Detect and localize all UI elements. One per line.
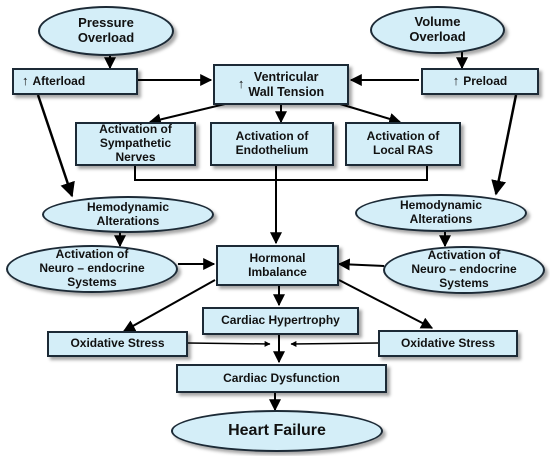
local-ras-activation-label: Activation of Local RAS: [366, 129, 440, 157]
oxidative-stress-right-node: Oxidative Stress: [378, 330, 518, 357]
oxidative-stress-left-label: Oxidative Stress: [70, 336, 165, 351]
edge-neuro-right-to-hormonal: [337, 258, 385, 271]
hemodynamic-left-label: Hemodynamic Alterations: [86, 199, 170, 228]
hemodynamic-right-node: Hemodynamic Alterations: [355, 194, 527, 232]
edge-hormonal-to-oxidative-right: [338, 279, 434, 329]
endothelium-activation-label: Activation of Endothelium: [235, 129, 309, 157]
cardiac-hypertrophy-label: Cardiac Hypertrophy: [221, 313, 340, 328]
oxidative-stress-right-label: Oxidative Stress: [400, 335, 496, 350]
pressure-overload-label: Pressure Overload: [77, 15, 135, 45]
hemodynamic-right-label: Hemodynamic Alterations: [399, 198, 483, 226]
edge-hormonal-to-oxidative-left: [122, 279, 216, 332]
hormonal-imbalance-node: Hormonal Imbalance: [216, 245, 339, 286]
edge-tension-to-ras: [339, 103, 402, 125]
volume-overload-label: Volume Overload: [409, 14, 466, 44]
edge-oxidative-right-to-center: [290, 340, 379, 347]
increase-arrow-icon: ↑: [22, 73, 29, 89]
increase-arrow-icon: ↑: [452, 73, 460, 89]
ventricular-wall-tension-node: ↑ Ventricular Wall Tension: [213, 64, 349, 105]
ventricular-wall-tension-label: Ventricular Wall Tension: [248, 70, 325, 99]
preload-label: Preload: [463, 73, 508, 88]
hemodynamic-left-node: Hemodynamic Alterations: [42, 196, 214, 233]
hormonal-imbalance-label: Hormonal Imbalance: [248, 250, 307, 279]
edge-preload-to-hemo-right: [491, 94, 518, 196]
afterload-label: Afterload: [32, 73, 86, 88]
endothelium-activation-node: Activation of Endothelium: [210, 122, 334, 166]
volume-overload-node: Volume Overload: [370, 6, 505, 54]
pressure-overload-node: Pressure Overload: [38, 6, 174, 56]
oxidative-stress-left-node: Oxidative Stress: [47, 331, 188, 357]
sympathetic-activation-node: Activation of Sympathetic Nerves: [75, 122, 196, 166]
afterload-node: ↑ Afterload: [12, 68, 138, 95]
edge-afterload-to-hemo-left: [36, 94, 75, 198]
local-ras-activation-node: Activation of Local RAS: [345, 122, 461, 166]
edge-activation-bracket: [134, 165, 428, 181]
cardiac-hypertrophy-node: Cardiac Hypertrophy: [202, 307, 359, 335]
neuroendocrine-left-label: Activation of Neuro – endocrine Systems: [39, 247, 145, 289]
heart-failure-label: Heart Failure: [228, 421, 326, 439]
increase-arrow-icon: ↑: [237, 76, 245, 92]
edge-tension-to-sympathetic: [148, 103, 226, 126]
cardiac-dysfunction-node: Cardiac Dysfunction: [176, 364, 387, 393]
preload-node: ↑ Preload: [421, 68, 539, 95]
neuroendocrine-right-label: Activation of Neuro – endocrine Systems: [411, 248, 517, 290]
sympathetic-activation-label: Activation of Sympathetic Nerves: [99, 122, 172, 164]
cardiac-dysfunction-label: Cardiac Dysfunction: [223, 370, 340, 385]
neuroendocrine-right-node: Activation of Neuro – endocrine Systems: [383, 246, 545, 294]
neuroendocrine-left-node: Activation of Neuro – endocrine Systems: [6, 245, 178, 293]
edge-oxidative-left-to-center: [187, 340, 271, 347]
heart-failure-node: Heart Failure: [171, 410, 383, 452]
